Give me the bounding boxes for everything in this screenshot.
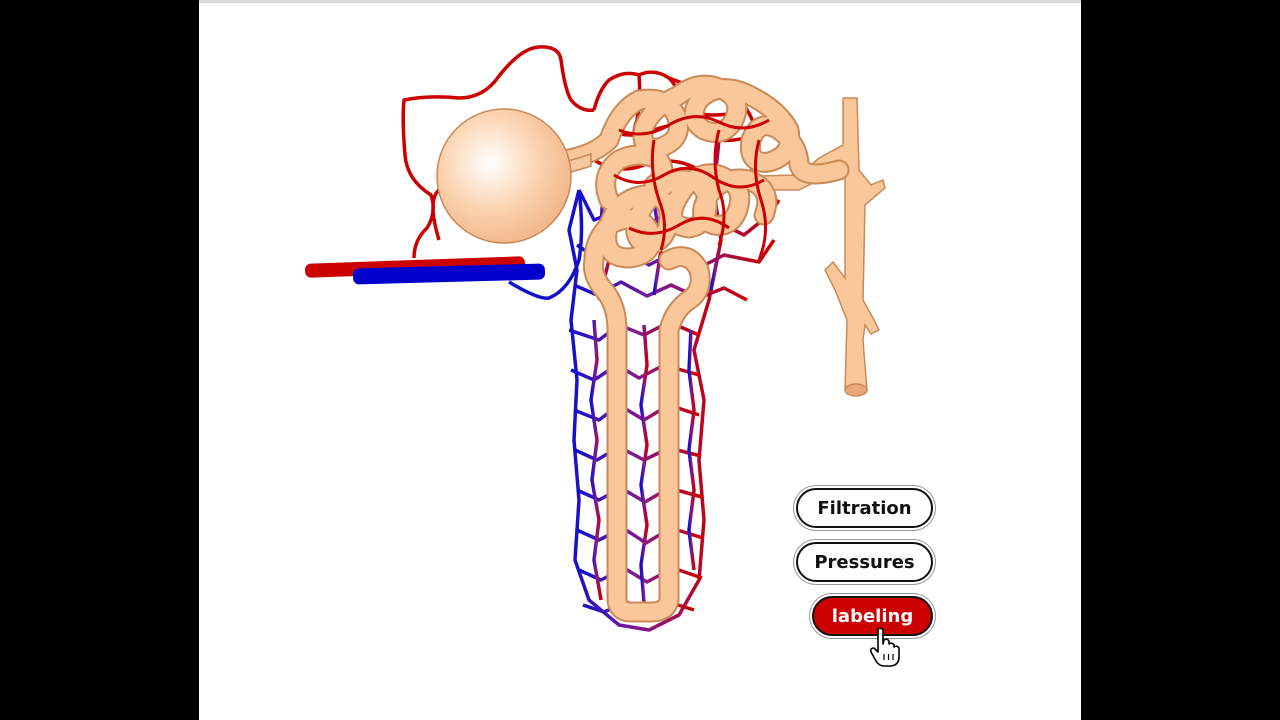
stage: Filtration Pressures labeling — [199, 0, 1081, 720]
top-divider — [199, 0, 1081, 3]
nephron-diagram — [305, 45, 886, 632]
venous-branch — [508, 189, 584, 300]
pressures-button[interactable]: Pressures — [796, 542, 933, 582]
hand-pointer-icon — [870, 627, 900, 667]
efferent-venule — [352, 263, 546, 285]
convoluted-tubule — [553, 74, 850, 623]
labeling-button[interactable]: labeling — [812, 596, 933, 636]
efferent-vessel-loop — [401, 45, 595, 259]
bowmans-capsule — [436, 108, 592, 244]
filtration-button[interactable]: Filtration — [796, 488, 933, 528]
efferent-capillaries-overlay — [613, 115, 770, 261]
